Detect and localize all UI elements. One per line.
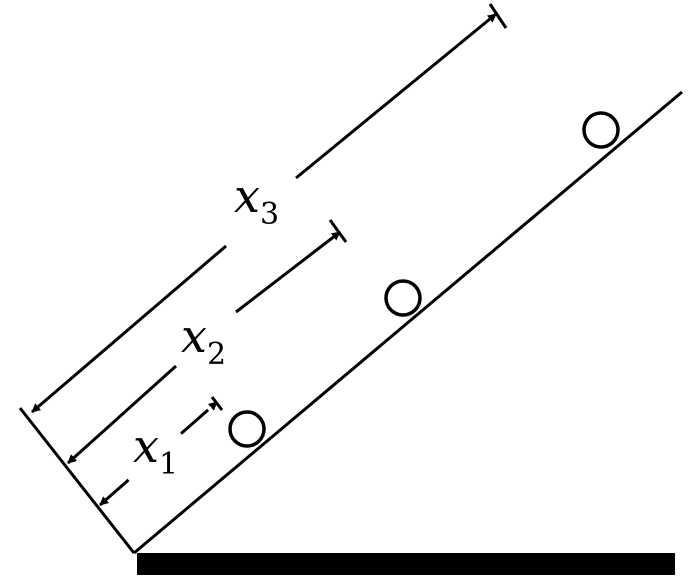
- x1-dimension-arrow: [99, 400, 218, 507]
- ball-position-2: [384, 279, 422, 317]
- x2-dimension-arrow-upper: [235, 230, 341, 314]
- reference-line: [18, 407, 136, 554]
- x3-end-tick: [488, 3, 508, 29]
- x3-symbol: x: [234, 169, 260, 223]
- x3-subscript: 3: [260, 197, 279, 232]
- x3-dimension-arrow-lower: [31, 244, 227, 414]
- x1-symbol: x: [133, 419, 159, 473]
- x3-label: x3: [234, 169, 279, 232]
- x3-dimension-arrow-upper: [295, 12, 497, 180]
- ball-position-1: [228, 410, 266, 448]
- incline-surface: [133, 90, 683, 555]
- ball-position-3: [582, 111, 620, 149]
- x2-end-tick: [328, 219, 348, 243]
- x2-label: x2: [181, 309, 226, 372]
- x1-subscript: 1: [159, 447, 178, 482]
- x1-end-tick: [210, 396, 224, 411]
- x1-label: x1: [133, 419, 178, 482]
- x2-symbol: x: [181, 309, 207, 363]
- x2-subscript: 2: [207, 337, 226, 372]
- ground-block: [137, 553, 675, 575]
- x2-dimension-arrow-lower: [66, 364, 178, 465]
